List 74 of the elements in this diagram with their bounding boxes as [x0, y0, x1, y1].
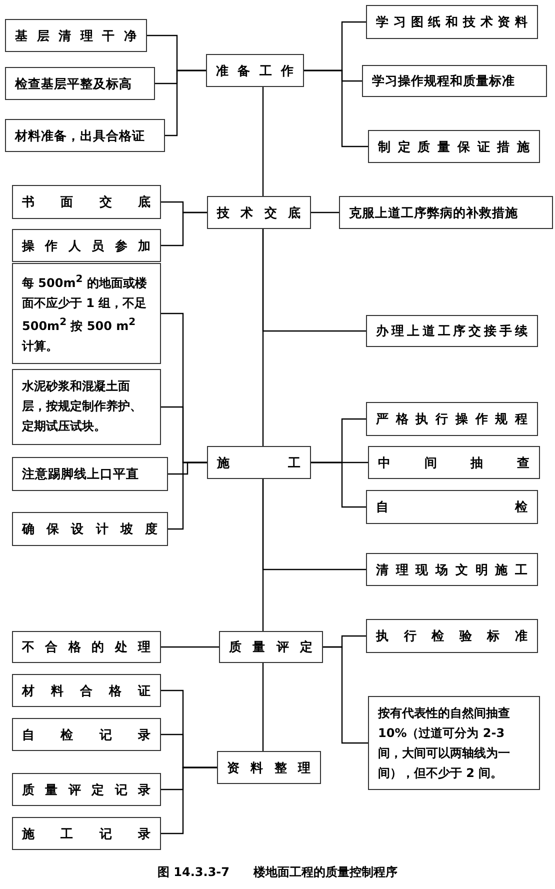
process-box	[5, 119, 165, 152]
box-label: 每 500m$^{2}$ 的地面或楼面不应少于 1 组，不足500m$^{2}$ 按 500 m$^{2}$ 计算。	[22, 273, 148, 355]
box-label: 严格执行操作规程	[376, 410, 528, 428]
box-label: 不合格的处理	[22, 638, 151, 656]
process-box	[368, 130, 540, 163]
process-box	[12, 369, 161, 445]
box-label: 材料合格证	[22, 682, 151, 700]
box-label: 检查基层平整及标高	[15, 74, 133, 92]
box-label: 质量评定	[229, 638, 313, 656]
box-label: 清理现场文明施工	[376, 560, 528, 578]
connector-line	[262, 87, 264, 196]
process-box	[12, 631, 161, 663]
process-box	[366, 5, 538, 39]
process-box	[368, 446, 540, 479]
box-label: 准备工作	[216, 62, 294, 80]
process-box	[366, 553, 538, 586]
process-box	[12, 674, 161, 707]
process-box	[366, 402, 538, 436]
connector-line	[161, 646, 219, 648]
connector-line	[165, 70, 206, 136]
box-label: 书面交底	[22, 193, 151, 211]
box-label: 技术交底	[217, 204, 301, 222]
connector-line	[262, 229, 366, 332]
process-box	[12, 229, 161, 262]
box-label: 自检	[376, 498, 528, 516]
process-box	[207, 446, 311, 479]
process-box	[366, 490, 538, 524]
process-box	[12, 718, 161, 751]
box-label: 质量评定记录	[22, 780, 151, 798]
process-box	[12, 457, 168, 491]
box-label: 按有代表性的自然间抽查10%（过道可分为 2-3 间，大间可以两轴线为一间），但不少于 2 间。	[378, 705, 511, 782]
process-box	[12, 512, 168, 546]
connector-line	[161, 766, 217, 834]
box-label: 施工记录	[22, 824, 151, 842]
connector-line	[311, 462, 366, 508]
process-box	[217, 751, 321, 784]
connector-line	[304, 70, 368, 148]
process-box	[366, 315, 538, 347]
process-box	[5, 67, 155, 100]
figure-caption: 图 14.3.3-7 楼地面工程的质量控制程序	[156, 864, 399, 881]
box-label: 克服上道工序弊病的补救措施	[349, 204, 519, 222]
box-label: 自检记录	[22, 726, 151, 744]
box-label: 办理上道工序交接手续	[376, 322, 528, 340]
box-label: 操作人员参加	[22, 236, 151, 254]
box-label: 资料整理	[227, 758, 311, 776]
connector-line	[168, 462, 207, 530]
box-label: 学习图纸和技术资料	[376, 13, 528, 31]
process-box	[339, 196, 553, 229]
process-box	[12, 263, 161, 364]
process-box	[368, 696, 540, 790]
box-label: 学习操作规程和质量标准	[372, 72, 516, 90]
box-label: 材料准备，出具合格证	[15, 126, 146, 144]
process-box	[207, 196, 311, 229]
box-label: 水泥砂浆和混凝土面层，按规定制作养护、定期试压试块。	[22, 378, 143, 435]
connector-line	[262, 479, 366, 570]
connector-line	[262, 663, 264, 751]
box-label: 基层清理干净	[15, 26, 137, 44]
process-box	[366, 619, 538, 653]
box-label: 制定质量保证措施	[378, 138, 530, 156]
connector-line	[323, 646, 368, 744]
connector-line	[311, 212, 339, 214]
process-box	[219, 631, 323, 663]
process-box	[362, 65, 547, 97]
process-box	[12, 185, 161, 219]
process-box	[12, 817, 161, 850]
process-box	[206, 54, 304, 87]
connector-line	[161, 212, 207, 246]
box-label: 注意踢脚线上口平直	[22, 465, 140, 483]
process-box	[12, 773, 161, 806]
process-box	[5, 19, 147, 52]
box-label: 施工	[217, 454, 301, 472]
box-label: 执行检验标准	[376, 627, 528, 645]
box-label: 确保设计坡度	[22, 520, 158, 538]
box-label: 中间抽查	[378, 454, 530, 472]
